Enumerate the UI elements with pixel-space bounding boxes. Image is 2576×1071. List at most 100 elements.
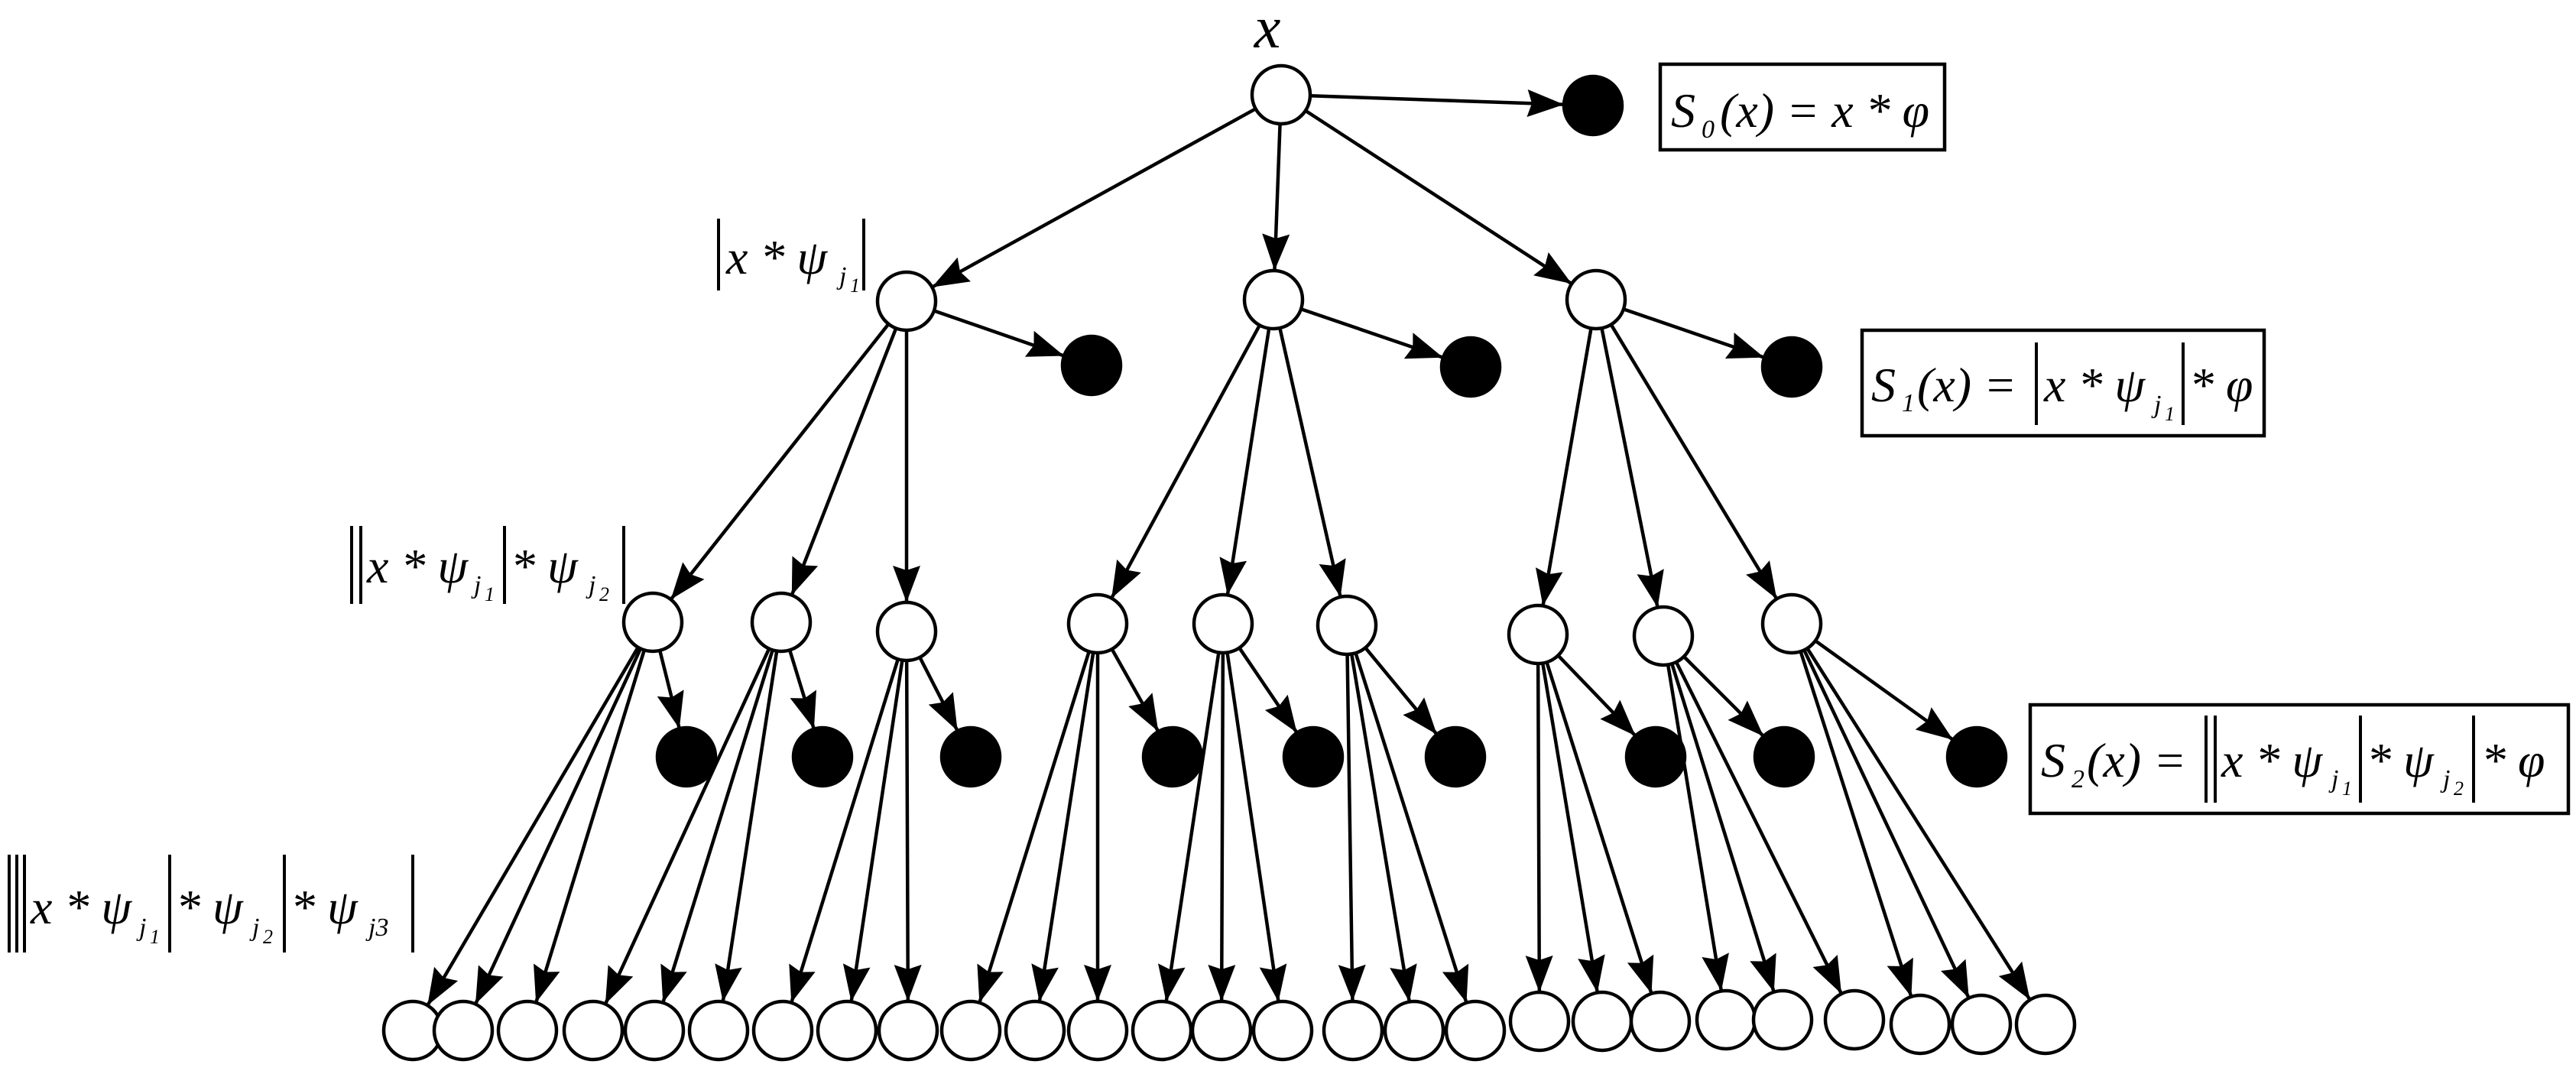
edge-l1-1-to-l2-2 (1278, 327, 1346, 597)
svg-text:1: 1 (2165, 403, 2175, 425)
l2-output-node-2-1 (1753, 725, 1815, 788)
l1-output-node-0 (1060, 334, 1123, 397)
leaf-node-20 (1629, 990, 1692, 1053)
edge-l2-to-leaf-26 (1805, 647, 2031, 1000)
leaf-node-17 (1444, 999, 1507, 1062)
leaf-node-10 (1004, 999, 1066, 1062)
tree-edges (427, 89, 2031, 1006)
leaf-node-8 (877, 999, 939, 1062)
svg-text:* ψ: * ψ (511, 539, 579, 593)
svg-text:x * ψ: x * ψ (2221, 733, 2323, 787)
l1-node-1 (1242, 268, 1305, 331)
edge-l2-to-leaf-4 (660, 649, 774, 1003)
root-output-arrow (1309, 89, 1565, 118)
leaf-node-9 (939, 999, 1002, 1062)
svg-text:j: j (136, 914, 146, 942)
svg-text:S: S (1871, 358, 1896, 412)
svg-text:2: 2 (599, 583, 609, 605)
root-output-node (1562, 74, 1624, 137)
edge-l2-to-leaf-16 (1350, 654, 1417, 1002)
edge-l2-to-leaf-18 (1525, 663, 1553, 993)
svg-text:1: 1 (1902, 389, 1915, 417)
edge-l2-to-leaf-13 (1208, 652, 1236, 1002)
svg-text:j: j (2440, 765, 2450, 794)
l1-node-0 (875, 270, 938, 333)
edge-root-to-l1-1 (1262, 123, 1290, 271)
svg-text:j: j (249, 914, 259, 942)
svg-text:1: 1 (150, 926, 160, 948)
edge-l2-to-leaf-17 (1354, 652, 1469, 1003)
leaf-node-19 (1571, 990, 1634, 1053)
edge-l1-2-to-l2-0 (1535, 328, 1593, 606)
edge-l2-to-leaf-1 (474, 647, 643, 1004)
leaf-node-15 (1322, 999, 1384, 1062)
svg-text:j3: j3 (365, 914, 388, 942)
edge-l2-to-leaf-3 (604, 647, 771, 1004)
svg-text:0: 0 (1702, 115, 1715, 144)
l1-output-node-1 (1439, 336, 1502, 398)
svg-text:1: 1 (2342, 777, 2352, 800)
svg-text:2: 2 (263, 926, 273, 948)
l2-node-0-2 (875, 600, 938, 663)
leaf-node-11 (1066, 999, 1129, 1062)
edge-l2-output-0-0 (657, 650, 684, 729)
formula-s0: S 0 (x) = x * φ (1658, 62, 1947, 152)
edge-l2-output-0-2 (918, 656, 959, 732)
formula-s1: S 1 (x) = x * ψ j 1 * φ (1860, 328, 2266, 438)
leaf-node-16 (1383, 999, 1445, 1062)
svg-text:j: j (586, 571, 595, 599)
edge-l2-to-leaf-15 (1338, 654, 1366, 1002)
l2-node-0-0 (621, 591, 684, 654)
formula-s2: S 2 (x) = x * ψ j 1 * ψ j 2 * φ (2028, 703, 2571, 816)
svg-text:S: S (2041, 733, 2065, 787)
leaf-node-14 (1251, 999, 1314, 1062)
edge-l2-to-leaf-9 (977, 651, 1091, 1003)
leaf-node-22 (1751, 988, 1814, 1051)
l1-output-node-2 (1760, 336, 1823, 398)
leaf-node-5 (687, 999, 750, 1062)
leaf-node-24 (1889, 993, 1951, 1056)
l2-node-2-0 (1507, 603, 1569, 666)
edge-l2-to-leaf-7 (842, 660, 904, 1002)
leaf-node-26 (2014, 993, 2077, 1056)
edge-l2-output-2-0 (1556, 654, 1636, 736)
leaf-node-4 (623, 999, 686, 1062)
level3-label: x * ψ j 1 * ψ j 2 * ψ j3 (8, 855, 414, 953)
edge-l2-to-leaf-6 (789, 658, 900, 1003)
edge-l2-to-leaf-14 (1225, 652, 1287, 1002)
edge-l2-to-leaf-24 (1799, 651, 1913, 997)
l2-node-1-2 (1316, 594, 1378, 657)
l2-node-1-0 (1066, 592, 1129, 655)
edge-l1-output-2 (1623, 307, 1765, 359)
svg-text:x * ψ: x * ψ (2043, 358, 2146, 412)
svg-text:j: j (836, 262, 846, 290)
svg-text:* φ: * φ (2481, 733, 2545, 787)
edge-l2-to-leaf-21 (1666, 664, 1729, 991)
svg-text:j: j (471, 571, 481, 599)
leaf-node-2 (496, 999, 559, 1062)
leaf-node-12 (1131, 999, 1193, 1062)
svg-text:x * ψ: x * ψ (30, 880, 132, 934)
l2-output-node-1-2 (1424, 725, 1487, 788)
leaf-node-25 (1950, 993, 2013, 1056)
edge-l1-1-to-l2-0 (1111, 324, 1261, 599)
l2-node-0-1 (750, 591, 813, 654)
l2-output-node-2-2 (1945, 725, 2008, 788)
l2-output-node-0-1 (791, 725, 854, 788)
svg-text:* ψ: * ψ (176, 880, 244, 934)
tree-nodes (381, 63, 2077, 1062)
svg-text:* φ: * φ (2189, 358, 2253, 412)
l2-node-2-2 (1760, 592, 1823, 655)
edge-l2-to-leaf-5 (715, 651, 779, 1002)
svg-text:x * ψ: x * ψ (725, 230, 828, 284)
leaf-node-13 (1190, 999, 1253, 1062)
svg-text:S: S (1671, 83, 1695, 138)
level2-label: x * ψ j 1 * ψ j 2 (350, 526, 625, 605)
edge-l2-output-1-0 (1110, 648, 1160, 732)
l2-output-node-2-0 (1624, 725, 1687, 788)
edge-l1-1-to-l2-1 (1219, 328, 1271, 596)
edge-l2-output-1-1 (1238, 647, 1298, 733)
svg-text:j: j (2328, 765, 2338, 794)
l2-node-1-1 (1192, 592, 1254, 655)
edge-l2-to-leaf-19 (1541, 663, 1605, 993)
